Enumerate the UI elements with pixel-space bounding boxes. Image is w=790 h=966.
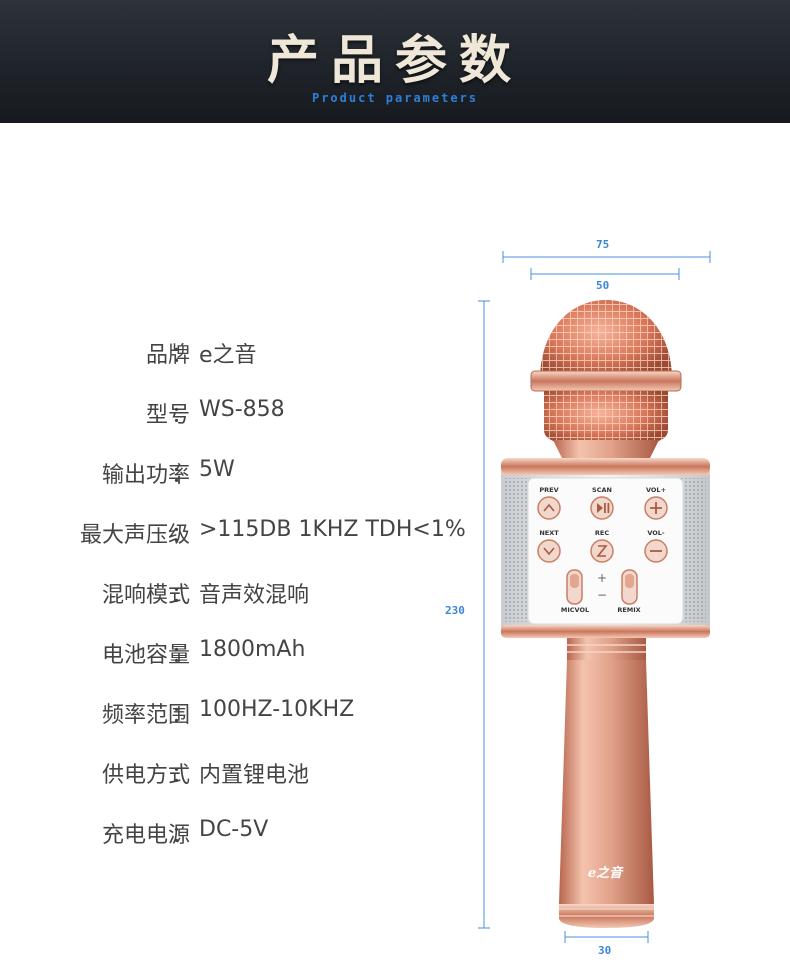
page-title: 产品参数 [266, 31, 523, 91]
spec-row-output-power: 输出功率 ： 5W [0, 457, 470, 488]
micvol-label: MICVOL [561, 606, 589, 614]
spec-label: 输出功率 [101, 463, 190, 488]
spec-value: 1800mAh [199, 637, 306, 662]
remix-label: REMIX [617, 606, 640, 614]
play-pause-icon [597, 503, 603, 513]
spec-colon: ： [171, 403, 194, 428]
chevron-down-icon [543, 547, 555, 556]
dimension-head-width: 50 [596, 279, 610, 292]
spec-value: 5W [199, 457, 235, 482]
spec-value: WS-858 [199, 397, 285, 422]
dimension-lines [478, 251, 711, 943]
spec-label: 型号 [145, 403, 190, 428]
micvol-rocker[interactable] [566, 569, 583, 605]
spec-row-power-supply: 供电方式 ： 内置锂电池 [0, 757, 470, 788]
vol-up-label: VOL+ [646, 486, 666, 494]
mic-handle [559, 638, 654, 928]
spec-value: e之音 [199, 343, 257, 368]
dimension-height: 230 [445, 604, 465, 617]
dimension-handle-width: 30 [598, 944, 612, 957]
spec-colon: ： [171, 643, 194, 668]
minus-sign: − [597, 588, 607, 602]
header-banner: 产品参数 Product parameters [0, 0, 790, 123]
remix-rocker[interactable] [621, 569, 638, 605]
page-subtitle: Product parameters [311, 91, 479, 105]
next-button[interactable] [537, 539, 561, 563]
plus-sign: + [597, 571, 607, 585]
spec-label: 供电方式 [101, 763, 190, 788]
rec-label: REC [595, 529, 609, 537]
spec-row-charging: 充电电源 ： DC-5V [0, 817, 470, 848]
spec-row-frequency: 频率范围 ： 100HZ-10KHZ [0, 697, 470, 728]
spec-colon: ： [171, 703, 194, 728]
spec-colon: ： [171, 823, 194, 848]
chevron-up-icon [543, 503, 555, 512]
spec-value: 100HZ-10KHZ [199, 697, 355, 722]
spec-colon: ： [171, 763, 194, 788]
spec-value: 音声效混响 [199, 583, 310, 608]
scan-label: SCAN [592, 486, 612, 494]
vol-down-button[interactable] [644, 539, 668, 563]
spec-colon: ： [171, 523, 194, 548]
spec-colon: ： [171, 463, 194, 488]
spec-label: 充电电源 [101, 823, 190, 848]
scan-button[interactable] [590, 496, 614, 520]
spec-row-max-spl: 最大声压级 ： >115DB 1KHZ TDH<1% [0, 517, 470, 548]
vol-down-label: VOL- [647, 529, 665, 537]
spec-row-battery: 电池容量 ： 1800mAh [0, 637, 470, 668]
spec-colon: ： [171, 343, 194, 368]
prev-button[interactable] [537, 496, 561, 520]
spec-label: 混响模式 [101, 583, 190, 608]
next-label: NEXT [539, 529, 559, 537]
dimension-outer-width: 75 [596, 238, 610, 251]
spec-label: 频率范围 [101, 703, 190, 728]
mic-head [530, 300, 682, 462]
rec-button[interactable] [590, 539, 614, 563]
record-icon [596, 545, 608, 557]
spec-colon: ： [171, 583, 194, 608]
spec-label: 电池容量 [101, 643, 190, 668]
vol-up-button[interactable] [644, 496, 668, 520]
prev-label: PREV [539, 486, 558, 494]
spec-row-brand: 品牌 ： e之音 [0, 337, 470, 368]
plus-icon [650, 502, 662, 514]
spec-row-reverb: 混响模式 ： 音声效混响 [0, 577, 470, 608]
spec-value: DC-5V [199, 817, 269, 842]
brand-logo: e之音 [588, 865, 624, 881]
spec-label: 品牌 [145, 343, 190, 368]
spec-value: >115DB 1KHZ TDH<1% [199, 517, 466, 542]
spec-label: 最大声压级 [79, 523, 190, 548]
spec-value: 内置锂电池 [199, 763, 310, 788]
spec-row-model: 型号 ： WS-858 [0, 397, 470, 428]
